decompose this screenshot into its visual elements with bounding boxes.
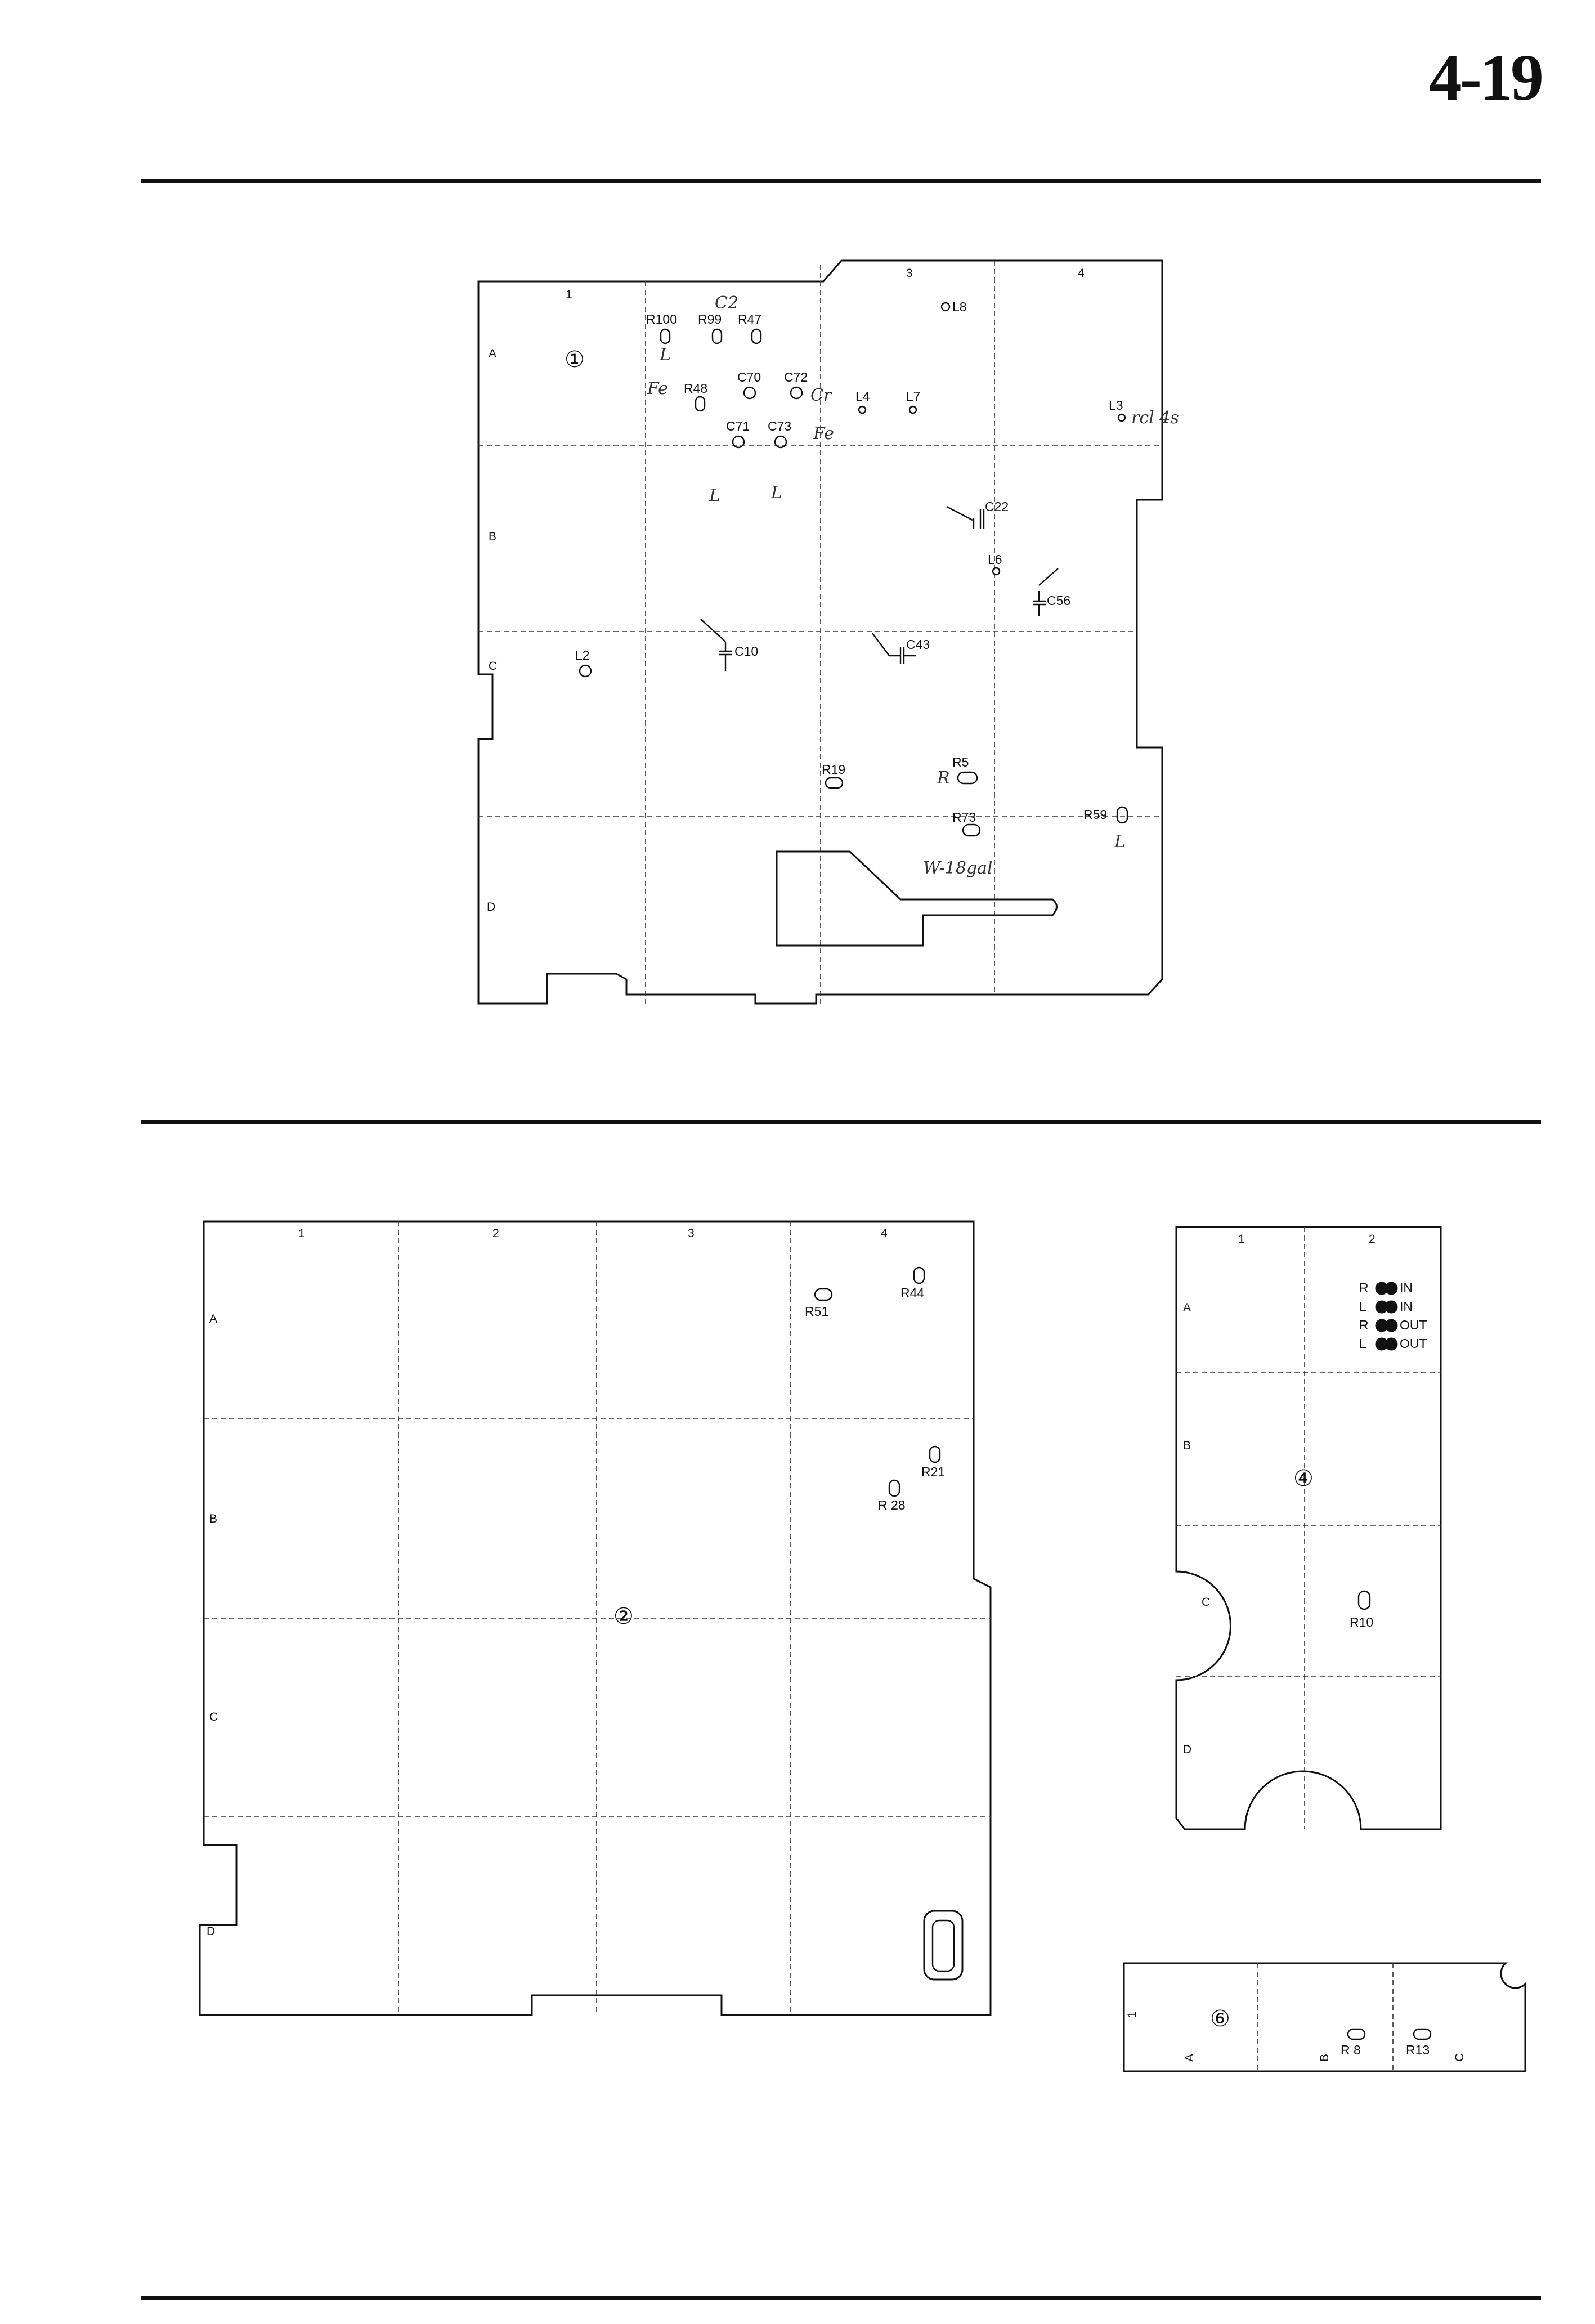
connector-r-out: R OUT [1359,1318,1427,1332]
board1-col-3: 3 [906,267,913,280]
annotation-r: R [937,768,950,788]
board-1-bracket [776,850,1058,947]
board4-col-1: 1 [1238,1233,1245,1246]
middle-rule [141,1120,1541,1124]
board-6: 1 A B C ⑥ R 8 R13 [1123,1962,1526,2072]
label-l6: L6 [988,552,1002,567]
board4-row-c: C [1202,1596,1210,1609]
bottom-rule [141,2296,1541,2300]
board2-row-c: C [209,1710,218,1723]
label-r13: R13 [1406,2043,1430,2057]
label-r59: R59 [1083,807,1107,822]
page-number: 4-19 [1428,41,1544,114]
label-l8: L8 [952,299,967,314]
svg-text:L: L [1359,1299,1366,1314]
board-4: 1 2 A B C D ④ R IN L IN R OUT L OUT R10 [1175,1226,1442,1830]
board1-row-a: A [489,347,496,360]
board2-row-d: D [207,1925,215,1938]
annotation-fe-2: Fe [813,424,834,444]
svg-text:OUT: OUT [1400,1336,1427,1351]
board-1-outline [477,259,1163,1005]
svg-text:L: L [1359,1336,1366,1351]
board2-row-a: A [209,1313,217,1326]
board6-col-a: A [1183,2054,1196,2062]
board4-row-a: A [1183,1301,1191,1314]
board4-row-b: B [1183,1439,1191,1452]
label-r44: R44 [900,1286,924,1300]
board6-number: ⑥ [1210,2007,1230,2031]
board-6-outline [1123,1962,1526,2072]
board-4-outline [1175,1226,1442,1830]
label-c10: C10 [734,644,758,659]
board1-row-b: B [489,530,496,543]
board1-row-d: D [487,901,495,914]
board6-row-1: 1 [1126,2011,1139,2018]
annotation-c2: C2 [715,293,738,313]
label-r10: R10 [1350,1615,1373,1629]
label-r47: R47 [738,312,761,326]
board1-col-4: 4 [1078,267,1085,280]
annotation-l-4: L [1114,832,1126,852]
board4-number: ④ [1293,1466,1314,1491]
label-c71: C71 [726,419,750,433]
annotation-l-2: L [709,486,720,505]
top-rule [141,179,1541,183]
board6-col-b: B [1318,2054,1331,2062]
annotation-w18gal: W-18gal [923,858,993,878]
label-c70: C70 [737,370,761,384]
label-l7: L7 [906,389,921,404]
connector-l-out: L OUT [1359,1336,1427,1351]
label-r48: R48 [684,381,707,396]
board-2-outline [199,1220,992,2016]
svg-text:IN: IN [1400,1299,1413,1314]
label-l3: L3 [1109,398,1123,413]
label-l2: L2 [575,648,590,662]
label-r73: R73 [952,810,976,825]
label-c72: C72 [784,370,808,384]
label-r100: R100 [646,312,677,326]
label-r21: R21 [921,1465,945,1479]
board2-col-3: 3 [688,1227,695,1240]
svg-text:R: R [1359,1280,1369,1295]
label-r8: R 8 [1341,2043,1361,2057]
board4-col-2: 2 [1369,1233,1376,1246]
label-r28: R 28 [878,1498,906,1512]
label-r5: R5 [952,755,969,769]
board1-number: ① [564,347,585,372]
connector-l-in: L IN [1359,1299,1413,1314]
annotation-l-1: L [659,345,671,365]
board2-col-2: 2 [492,1227,499,1240]
label-c73: C73 [768,419,791,433]
board2-row-b: B [209,1512,217,1525]
annotation-cr: Cr [810,386,832,405]
svg-text:OUT: OUT [1400,1318,1427,1332]
board2-col-1: 1 [298,1227,305,1240]
board2-number: ② [613,1604,634,1629]
board6-col-c: C [1453,2053,1466,2062]
label-c56: C56 [1047,593,1070,608]
label-r51: R51 [805,1304,828,1319]
label-c22: C22 [985,499,1009,514]
board1-col-1: 1 [566,288,572,301]
board-2-slot [923,1910,964,1981]
annotation-rcl: rcl 4s [1131,408,1179,428]
label-r19: R19 [822,762,845,777]
board-1: 1 3 4 A B C D ① [477,259,1179,1005]
board1-row-c: C [489,660,497,673]
label-l4: L4 [855,389,870,404]
board4-row-d: D [1183,1743,1191,1756]
label-c43: C43 [906,637,930,652]
svg-text:IN: IN [1400,1280,1413,1295]
board2-col-4: 4 [881,1227,888,1240]
connector-r-in: R IN [1359,1280,1413,1295]
annotation-fe-1: Fe [647,379,668,398]
label-r99: R99 [698,312,722,326]
board-2: 1 2 3 4 A B C D ② R51 R44 R21 R 28 [199,1220,992,2016]
svg-text:R: R [1359,1318,1369,1332]
annotation-l-3: L [770,483,782,503]
